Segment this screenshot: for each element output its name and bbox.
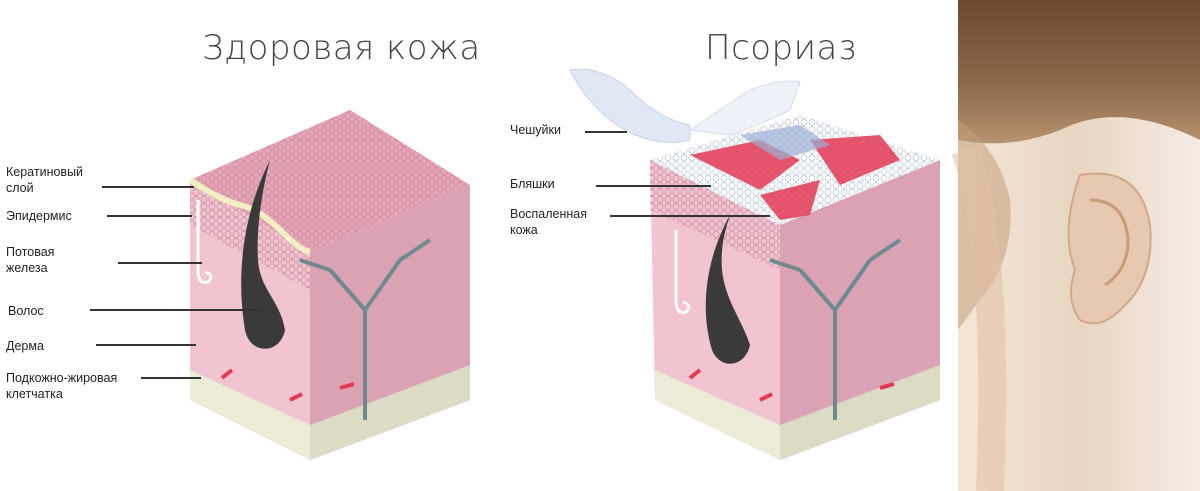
psoriasis-title: Псориаз (705, 28, 857, 68)
healthy-skin-title: Здоровая кожа (202, 28, 481, 68)
label-dermis: Дерма (6, 339, 44, 353)
label-sweat-gland: Потовая железа (6, 245, 55, 275)
leader-epidermis (107, 215, 192, 217)
leader-plaques (596, 185, 711, 187)
leader-sweat-gland (118, 262, 202, 264)
label-scales: Чешуйки (510, 123, 561, 137)
leader-hair (90, 309, 260, 311)
leader-subcutaneous-fat (141, 377, 201, 379)
leader-scales (585, 131, 627, 133)
ear-photo-icon (951, 0, 1200, 491)
label-plaques: Бляшки (510, 177, 555, 191)
psoriasis-skin-block (569, 68, 940, 460)
label-keratin-layer: Кератиновый слой (6, 165, 84, 195)
leader-inflamed-skin (610, 215, 770, 217)
label-hair: Волос (8, 304, 44, 318)
leader-dermis (96, 344, 196, 346)
healthy-skin-block (188, 110, 470, 460)
label-epidermis: Эпидермис (6, 209, 72, 223)
label-subcutaneous-fat: Подкожно-жировая клетчатка (6, 371, 118, 401)
label-inflamed-skin: Воспаленная кожа (510, 207, 588, 237)
leader-keratin-layer (102, 186, 194, 188)
